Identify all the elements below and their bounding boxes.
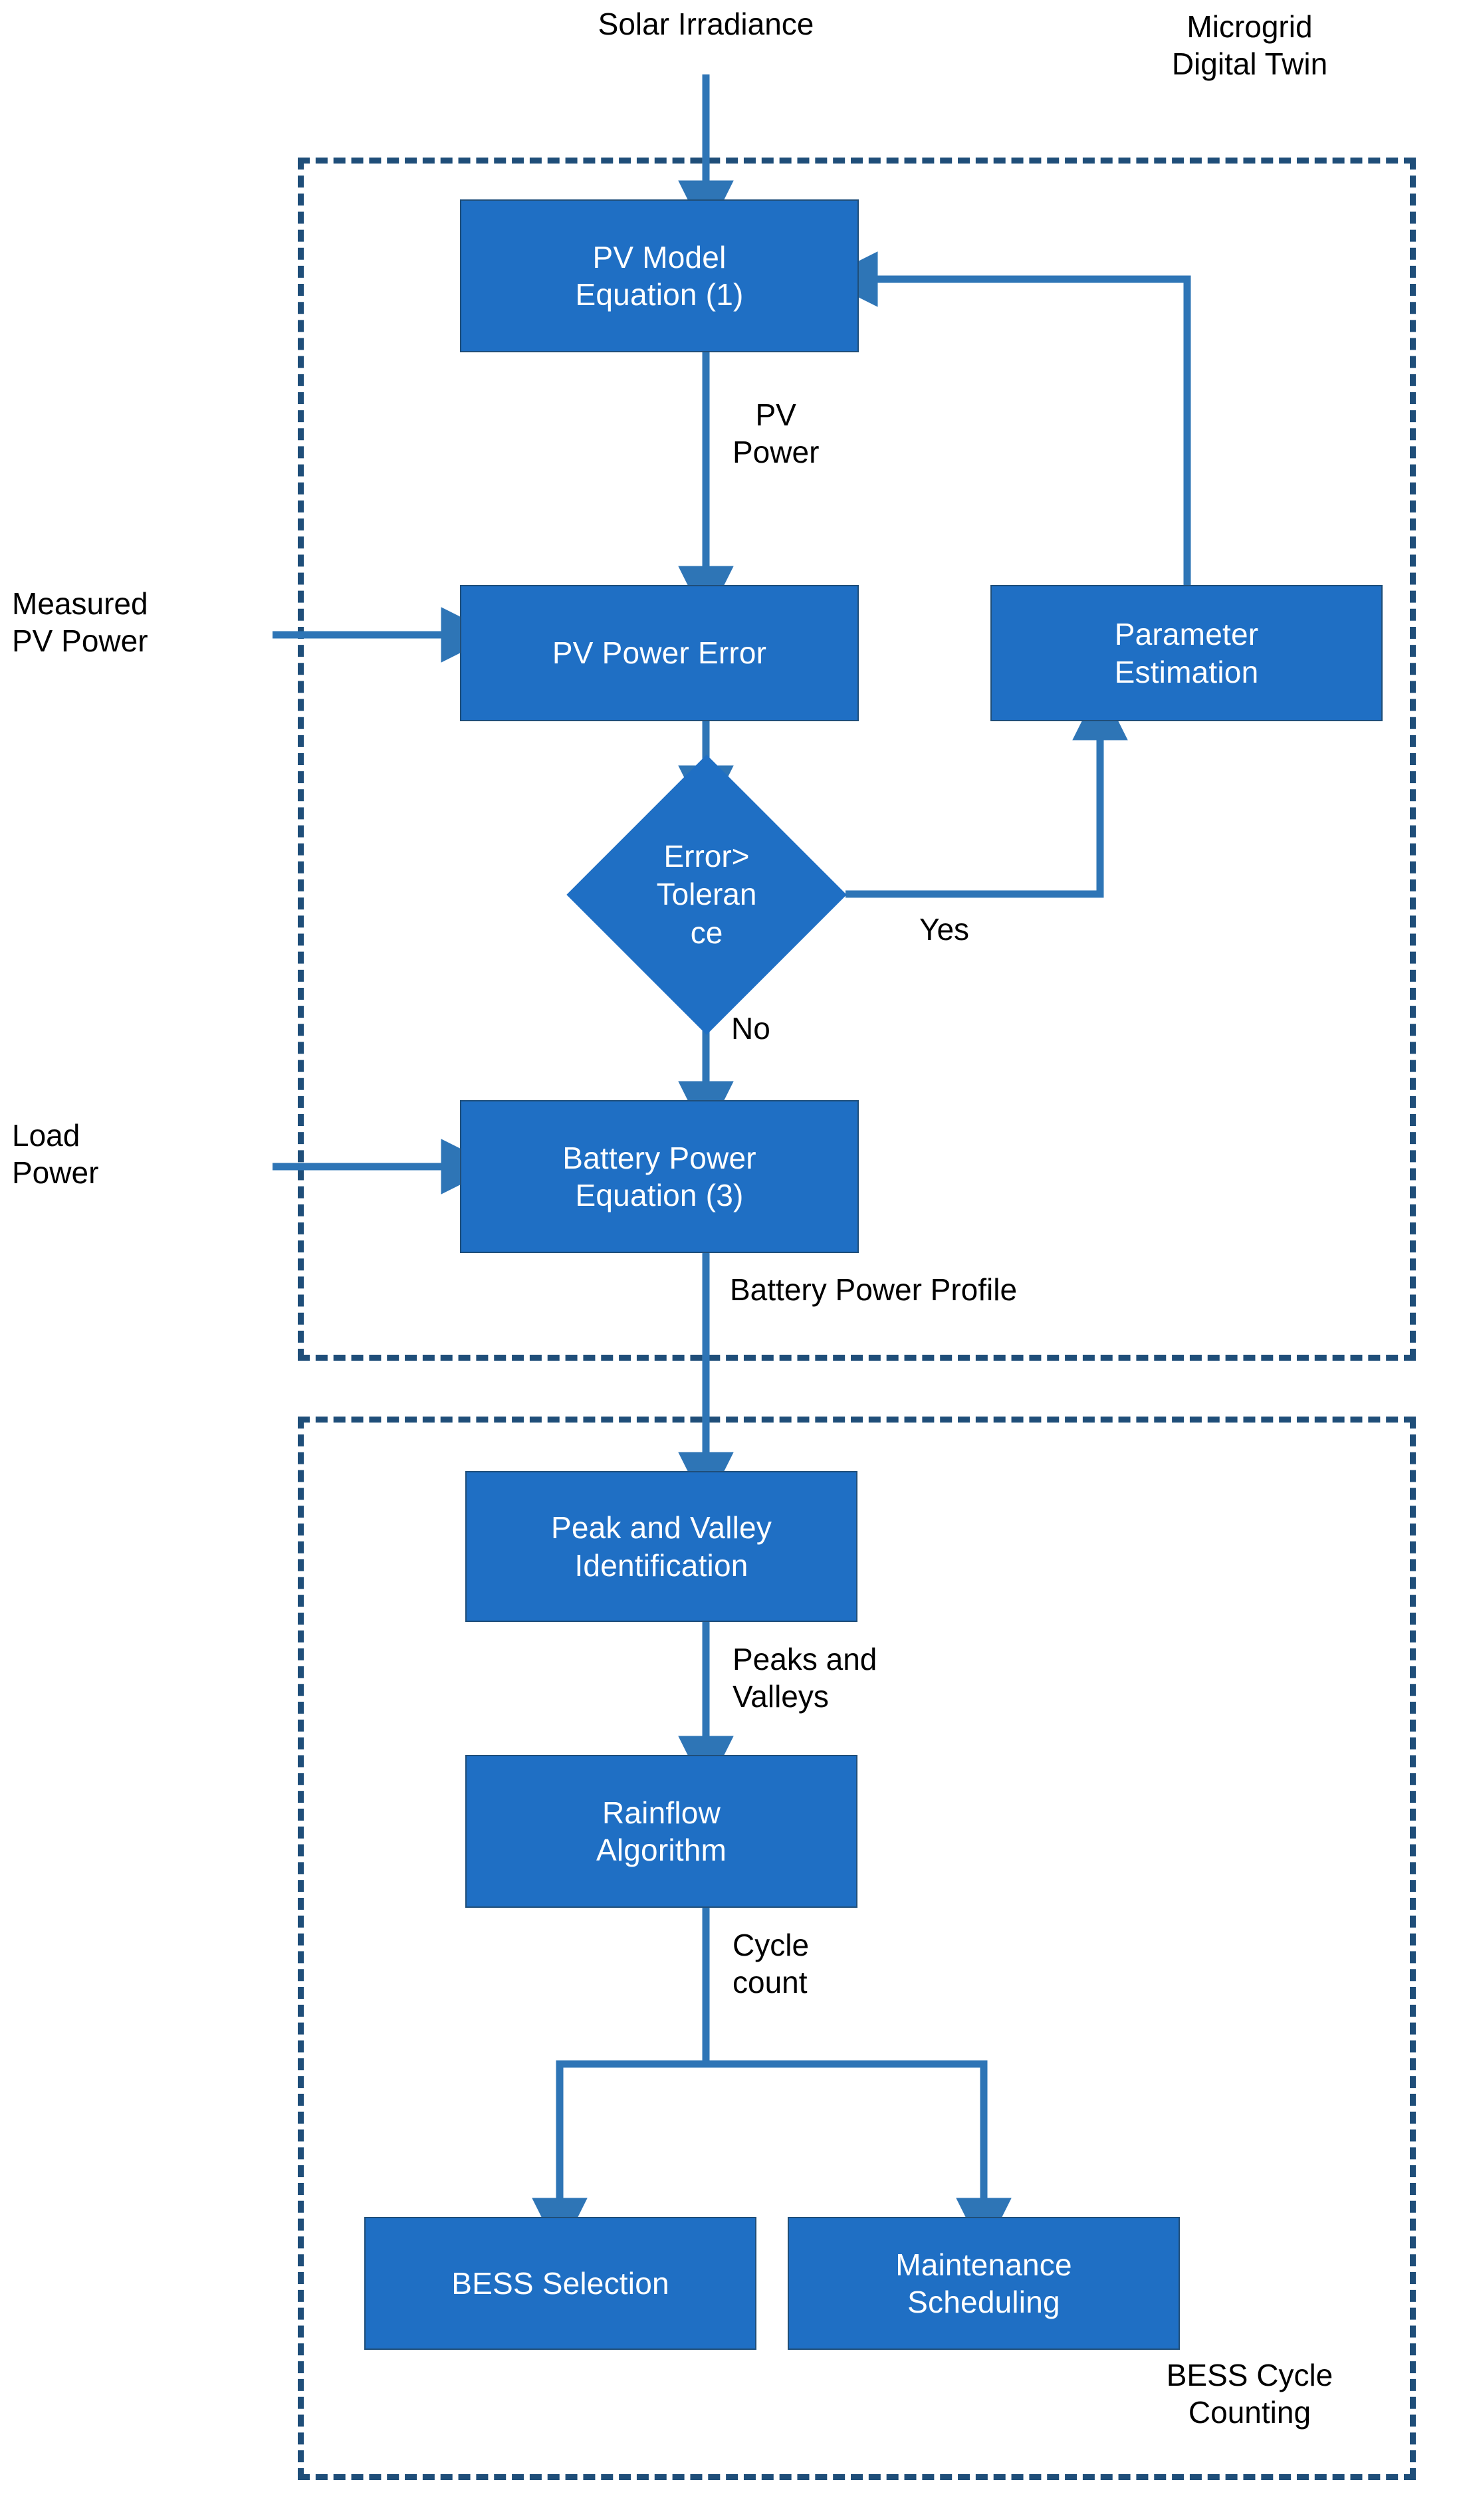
node-battery-power[interactable]: Battery Power Equation (3) [460, 1100, 859, 1253]
edge-label-pv-power: PV Power [733, 398, 820, 470]
node-parameter-estimation-label: Parameter Estimation [1114, 617, 1259, 689]
node-peak-valley[interactable]: Peak and Valley Identification [465, 1471, 857, 1622]
edge-label-peaks-and-valleys: Peaks and Valleys [733, 1642, 877, 1714]
edge-label-measured-pv-power: Measured PV Power [12, 586, 148, 659]
group-box-bess-cycle-counting [298, 1417, 1416, 2480]
edge-label-no: No [731, 1011, 770, 1046]
edge-label-load-power: Load Power [12, 1118, 99, 1191]
group-box-microgrid-digital-twin [298, 158, 1416, 1361]
node-rainflow[interactable]: Rainflow Algorithm [465, 1755, 857, 1908]
node-bess-selection[interactable]: BESS Selection [364, 2217, 756, 2350]
node-pv-model[interactable]: PV Model Equation (1) [460, 199, 859, 352]
node-rainflow-label: Rainflow Algorithm [596, 1795, 727, 1867]
node-pv-power-error[interactable]: PV Power Error [460, 585, 859, 721]
group-label-microgrid-digital-twin: Microgrid Digital Twin [1171, 9, 1328, 82]
node-parameter-estimation[interactable]: Parameter Estimation [990, 585, 1383, 721]
node-error-tolerance[interactable]: Error> Toleran ce [566, 754, 847, 1035]
edge-label-cycle-count: Cycle count [733, 1928, 810, 2000]
edge-label-yes: Yes [919, 912, 970, 947]
group-label-bess-cycle-counting: BESS Cycle Counting [1166, 2358, 1333, 2430]
node-pv-power-error-label: PV Power Error [552, 635, 767, 671]
node-pv-model-label: PV Model Equation (1) [575, 239, 744, 312]
node-error-tolerance-label: Error> Toleran ce [656, 839, 757, 950]
node-peak-valley-label: Peak and Valley Identification [550, 1510, 772, 1583]
node-maintenance-label: Maintenance Scheduling [895, 2247, 1072, 2319]
node-battery-power-label: Battery Power Equation (3) [562, 1140, 756, 1212]
edge-label-battery-power-profile: Battery Power Profile [730, 1272, 1018, 1307]
node-maintenance[interactable]: Maintenance Scheduling [788, 2217, 1180, 2350]
edge-label-solar-irradiance: Solar Irradiance [598, 7, 814, 41]
node-bess-selection-label: BESS Selection [451, 2265, 669, 2301]
